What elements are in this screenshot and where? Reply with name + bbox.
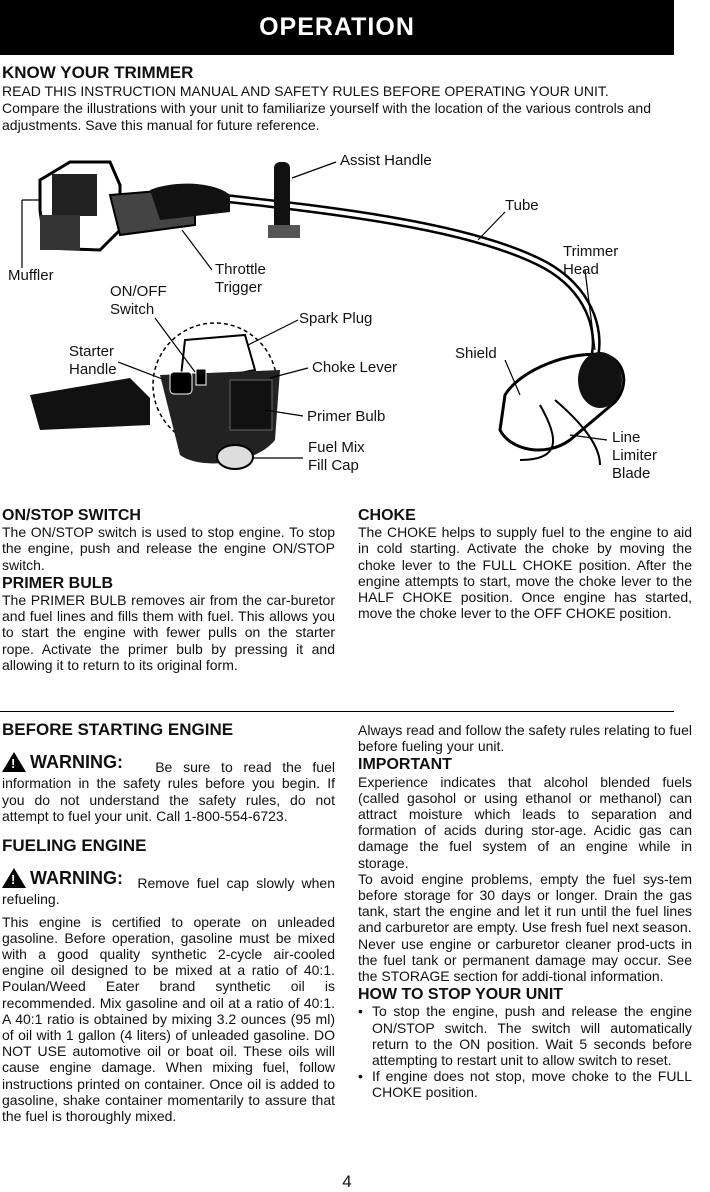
- fueling-heading: FUELING ENGINE: [2, 836, 147, 856]
- right-intro: Always read and follow the safety rules …: [358, 722, 692, 755]
- fueling-warning: WARNING: Remove fuel cap slowly when ref…: [2, 868, 335, 907]
- warning-label: WARNING:: [30, 752, 123, 773]
- label-choke-lever: Choke Lever: [312, 359, 398, 376]
- before-warning: WARNING: Be sure to read the fuel inform…: [2, 752, 335, 824]
- warning-icon: [2, 868, 26, 888]
- choke-body: The CHOKE helps to supply fuel to the en…: [358, 524, 692, 622]
- know-line2: Compare the illustrations with your unit…: [2, 100, 651, 133]
- page-number: 4: [342, 1172, 352, 1191]
- before-heading: BEFORE STARTING ENGINE: [2, 720, 234, 739]
- before-fueling-section: BEFORE STARTING ENGINE WARNING: Be sure …: [2, 720, 335, 1125]
- label-shield: Shield: [455, 345, 497, 362]
- know-line1: READ THIS INSTRUCTION MANUAL AND SAFETY …: [2, 83, 609, 99]
- choke-panel-shape: [229, 379, 273, 431]
- onstop-primer-section: ON/STOP SWITCH The ON/STOP switch is use…: [2, 507, 335, 673]
- page-title: OPERATION: [259, 13, 415, 41]
- list-item: If engine does not stop, move choke to t…: [358, 1068, 692, 1100]
- trimmer-head-shape: [578, 352, 622, 408]
- label-tube: Tube: [505, 197, 539, 214]
- know-heading: KNOW YOUR TRIMMER: [2, 63, 194, 82]
- onstop-body: The ON/STOP switch is used to stop engin…: [2, 524, 335, 573]
- stop-heading: HOW TO STOP YOUR UNIT: [358, 986, 564, 1004]
- label-spark-plug: Spark Plug: [299, 310, 373, 327]
- choke-section: CHOKE The CHOKE helps to supply fuel to …: [358, 507, 692, 622]
- section-divider: [0, 711, 674, 712]
- label-assist-handle: Assist Handle: [340, 152, 432, 169]
- fueling-body: This engine is certified to operate on u…: [2, 913, 335, 1125]
- onstop-heading: ON/STOP SWITCH: [2, 507, 141, 524]
- stop-list: To stop the engine, push and release the…: [358, 1003, 692, 1100]
- fueling-warning-text: Remove fuel cap slowly when refueling.: [2, 875, 336, 908]
- list-item: To stop the engine, push and release the…: [358, 1003, 692, 1068]
- warning-icon: [2, 752, 26, 772]
- important-p2: To avoid engine problems, empty the fuel…: [358, 870, 692, 936]
- label-primer-bulb: Primer Bulb: [307, 408, 386, 425]
- rear-handle-shape: [150, 183, 230, 220]
- before-warning-text: Be sure to read the fuel information in …: [2, 759, 335, 824]
- trimmer-illustration: [21, 160, 626, 470]
- fuel-important-section: Always read and follow the safety rules …: [358, 722, 692, 1101]
- header-bar: [0, 0, 674, 55]
- know-intro: READ THIS INSTRUCTION MANUAL AND SAFETY …: [2, 83, 708, 134]
- fuel-cap-shape: [216, 444, 254, 470]
- primer-heading: PRIMER BULB: [2, 574, 114, 592]
- air-filter-shape: [52, 174, 97, 216]
- assist-handle-shape: [274, 162, 290, 234]
- important-heading: IMPORTANT: [358, 756, 452, 774]
- label-muffler: Muffler: [8, 267, 54, 284]
- starter-handle-shape: [30, 378, 150, 430]
- important-p3: Never use engine or carburetor cleaner p…: [358, 935, 692, 985]
- choke-heading: CHOKE: [358, 507, 416, 524]
- important-p1: Experience indicates that alcohol blende…: [358, 773, 692, 871]
- warning-label: WARNING:: [30, 868, 123, 889]
- primer-body: The PRIMER BULB removes air from the car…: [2, 592, 335, 673]
